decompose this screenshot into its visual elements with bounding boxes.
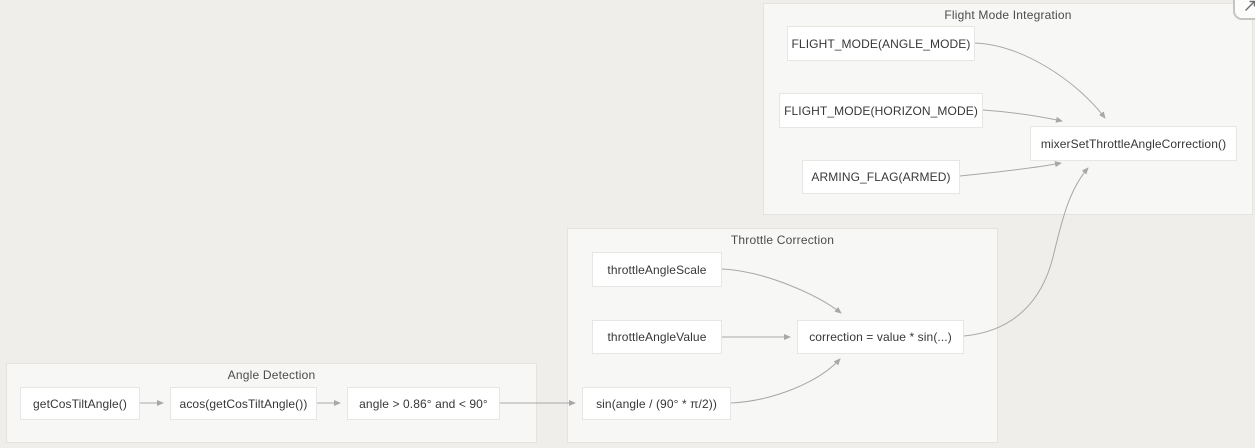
node-get-cos-tilt-angle: getCosTiltAngle(): [20, 387, 140, 420]
node-flight-mode-angle-mode: FLIGHT_MODE(ANGLE_MODE): [787, 26, 975, 61]
node-throttle-angle-value: throttleAngleValue: [592, 320, 722, 354]
node-angle-range-check: angle > 0.86° and < 90°: [347, 387, 500, 420]
node-sin-angle-formula: sin(angle / (90° * π/2)): [582, 387, 731, 420]
expand-arrow-icon: [1245, 0, 1255, 11]
expand-button[interactable]: [1233, 0, 1255, 20]
group-title-flight-mode-integration: Flight Mode Integration: [944, 8, 1072, 22]
node-acos-get-cos-tilt-angle: acos(getCosTiltAngle()): [170, 387, 317, 420]
node-flight-mode-horizon-mode: FLIGHT_MODE(HORIZON_MODE): [779, 93, 983, 128]
node-correction-formula: correction = value * sin(...): [797, 320, 964, 354]
group-title-throttle-correction: Throttle Correction: [730, 233, 835, 247]
node-mixer-set-throttle-angle-correction: mixerSetThrottleAngleCorrection(): [1030, 126, 1237, 161]
node-arming-flag-armed: ARMING_FLAG(ARMED): [802, 160, 960, 194]
group-title-angle-detection: Angle Detection: [227, 368, 316, 382]
node-throttle-angle-scale: throttleAngleScale: [592, 252, 722, 287]
